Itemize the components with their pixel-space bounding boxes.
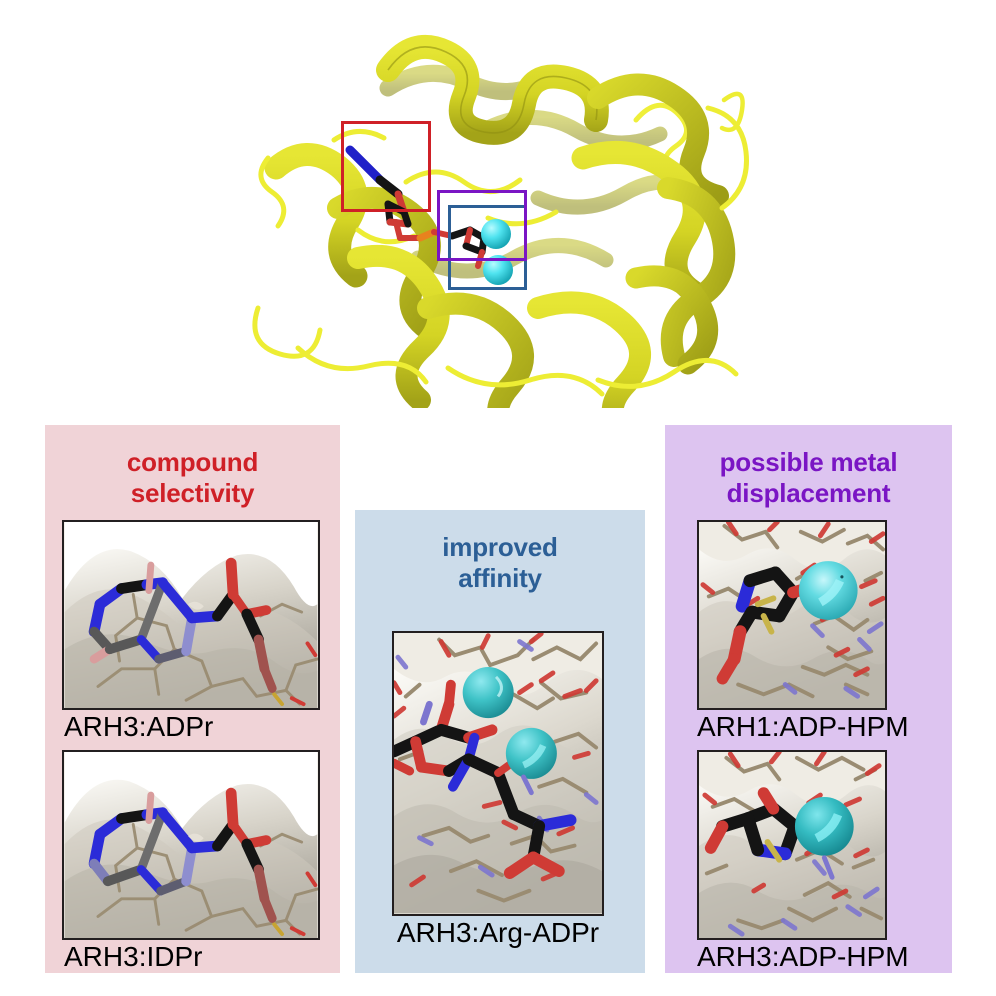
panel-compound-selectivity: compound selectivity	[45, 425, 340, 973]
panel-left-title-line2: selectivity	[130, 477, 255, 508]
panel-right-title-line2: displacement	[726, 477, 891, 508]
structure-shot-arh1-adp-hpm-wrap: ARH1:ADP-HPM	[697, 520, 909, 741]
panel-mid-title-line1: improved	[442, 532, 558, 562]
panel-left-title-line1: compound	[126, 447, 259, 477]
structure-shot-arh1-adp-hpm	[697, 520, 887, 710]
structure-shot-arh3-arg-adpr	[392, 631, 604, 916]
ligand-sticks	[704, 787, 802, 863]
structure-shot-arh3-idpr	[62, 750, 320, 940]
red-highlight-box	[341, 121, 431, 212]
arh3-idpr-render	[64, 752, 318, 938]
structure-shot-arh3-adp-hpm-wrap: ARH3:ADP-HPM	[697, 750, 909, 971]
ligand-sticks	[88, 557, 277, 693]
metal-ions	[462, 667, 557, 779]
structure-shot-arh3-adp-hpm-label: ARH3:ADP-HPM	[697, 941, 909, 972]
panel-right-title: possible metal displacement	[665, 425, 952, 508]
structure-shot-arh1-adp-hpm-label: ARH1:ADP-HPM	[697, 711, 909, 742]
purple-highlight-box	[437, 190, 527, 261]
structure-shot-arh3-arg-adpr-label: ARH3:Arg-ADPr	[396, 917, 600, 948]
arh3-adp-hpm-render	[699, 752, 885, 938]
structure-shot-arh3-idpr-label: ARH3:IDPr	[64, 941, 203, 972]
ligand-sticks	[88, 787, 277, 923]
arh3-arg-adpr-render	[394, 633, 602, 914]
protein-ribbon-overview	[238, 8, 763, 408]
ligand-sticks	[394, 679, 577, 879]
panel-mid-title: improved affinity	[355, 510, 645, 593]
structure-shot-arh3-adpr-label: ARH3:ADPr	[64, 711, 214, 742]
panel-left-title: compound selectivity	[45, 425, 340, 508]
structure-shot-arh3-adpr-wrap: ARH3:ADPr	[62, 520, 320, 741]
arh1-adp-hpm-render	[699, 522, 885, 708]
structure-shot-arh3-adpr	[62, 520, 320, 710]
structure-shot-arh3-idpr-wrap: ARH3:IDPr	[62, 750, 320, 971]
panel-right-title-line1: possible metal	[719, 447, 898, 477]
panel-mid-title-line2: affinity	[458, 562, 542, 593]
structure-shot-arh3-arg-adpr-wrap: ARH3:Arg-ADPr	[392, 631, 604, 947]
metal-ion	[798, 561, 858, 620]
metal-ions	[481, 219, 513, 285]
panel-possible-metal-displacement: possible metal displacement	[665, 425, 952, 973]
ribbon-diagram	[252, 34, 749, 408]
metal-ion	[794, 797, 854, 856]
arh3-adpr-render	[64, 522, 318, 708]
bound-ligand-sticks	[345, 145, 488, 269]
panel-improved-affinity: improved affinity	[355, 510, 645, 973]
structure-shot-arh3-adp-hpm	[697, 750, 887, 940]
